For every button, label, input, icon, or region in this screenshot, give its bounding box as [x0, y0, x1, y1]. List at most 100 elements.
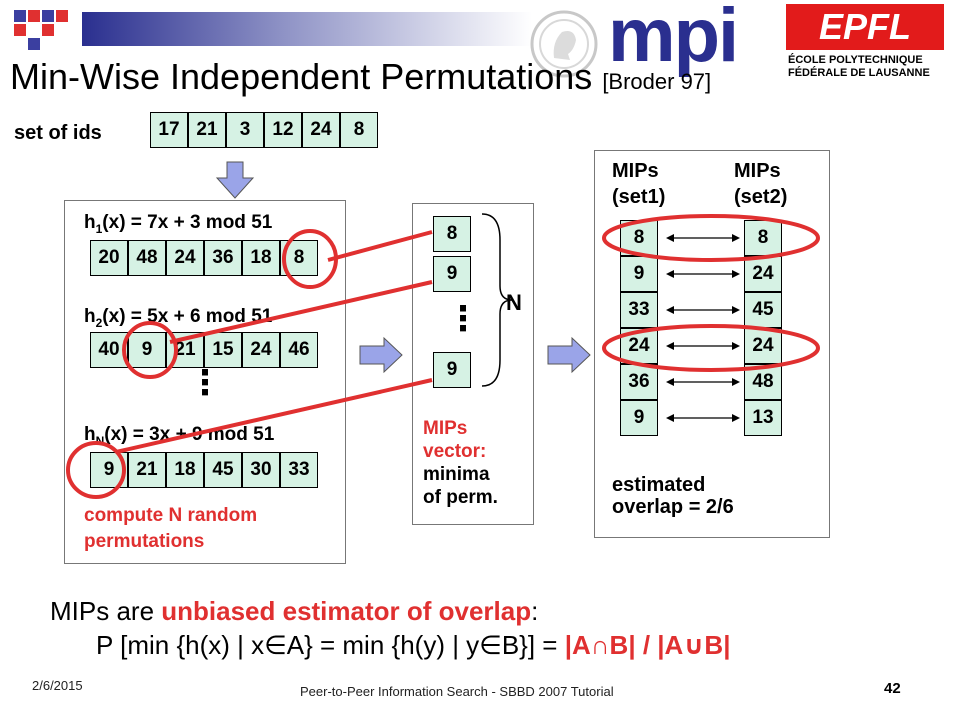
hashN-cell: 30 — [242, 452, 280, 488]
hash2-cell: 24 — [242, 332, 280, 368]
epfl-caption-1: ÉCOLE POLYTECHNIQUE — [788, 54, 923, 66]
hash2-formula: (x) = 5x + 6 mod 51 — [102, 306, 273, 327]
deco-square — [56, 10, 68, 22]
set1-cell: 8 — [620, 220, 658, 256]
vertical-ellipsis: ⋮ — [188, 364, 222, 402]
double-arrow-icon — [666, 378, 740, 386]
claim-suffix: : — [531, 596, 539, 626]
id-cell: 24 — [302, 112, 340, 148]
id-cell: 3 — [226, 112, 264, 148]
set1-cell: 36 — [620, 364, 658, 400]
deco-square — [42, 10, 54, 22]
hash1-cell: 18 — [242, 240, 280, 276]
set1-header-1: MIPs — [612, 160, 659, 182]
mips-caption-red-1: MIPs — [423, 418, 468, 439]
hash1-formula: (x) = 7x + 3 mod 51 — [102, 212, 273, 233]
set1-cell: 9 — [620, 256, 658, 292]
set1-header-2: (set1) — [612, 186, 666, 208]
formula-red: |A∩B| / |A∪B| — [564, 630, 731, 660]
deco-square — [14, 10, 26, 22]
set1-cell: 24 — [620, 328, 658, 364]
hashN-cell: 21 — [128, 452, 166, 488]
hash2-cell: 46 — [280, 332, 318, 368]
title-text: Min-Wise Independent Permutations — [10, 56, 593, 97]
set2-cell: 13 — [744, 400, 782, 436]
header-gradient-bar — [82, 12, 532, 46]
epfl-caption-2: FÉDÉRALE DE LAUSANNE — [788, 67, 930, 79]
hashN-label: hN(x) = 3x + 9 mod 51 — [84, 424, 274, 448]
hash1-label: h1(x) = 7x + 3 mod 51 — [84, 212, 272, 236]
hash2-cell: 9 — [128, 332, 166, 368]
hash1-sub: 1 — [95, 221, 103, 236]
right-arrow-icon — [359, 336, 403, 374]
hash2-cell: 40 — [90, 332, 128, 368]
double-arrow-icon — [666, 342, 740, 350]
hashN-cell: 9 — [90, 452, 128, 488]
double-arrow-icon — [666, 414, 740, 422]
compute-caption-1: compute N random — [84, 505, 258, 526]
hashN-cell: 18 — [166, 452, 204, 488]
deco-square — [28, 10, 40, 22]
brace-icon — [481, 213, 513, 387]
mips-caption-red-2: vector: — [423, 441, 487, 462]
deco-square — [42, 24, 54, 36]
n-label: N — [506, 290, 522, 315]
hash1-cell: 48 — [128, 240, 166, 276]
right-arrow-icon — [547, 336, 591, 374]
id-cell: 17 — [150, 112, 188, 148]
hash1-cell: 36 — [204, 240, 242, 276]
hash1-cell: 20 — [90, 240, 128, 276]
set1-cell: 33 — [620, 292, 658, 328]
hashN-cell: 45 — [204, 452, 242, 488]
mpi-logo: mpi — [608, 0, 739, 78]
page-title: Min-Wise Independent Permutations [Brode… — [10, 56, 711, 98]
hashN-sub: N — [95, 433, 105, 448]
claim-line: MIPs are unbiased estimator of overlap: — [50, 596, 538, 627]
down-arrow-icon — [215, 161, 255, 199]
estimated-label-2: overlap = 2/6 — [612, 496, 734, 518]
hashN-prefix: h — [84, 424, 96, 445]
hash1-cell: 8 — [280, 240, 318, 276]
deco-square — [28, 38, 40, 50]
pair-arrows — [666, 234, 740, 422]
footer-date: 2/6/2015 — [32, 678, 83, 693]
hash1-cell: 24 — [166, 240, 204, 276]
double-arrow-icon — [666, 306, 740, 314]
hashN-formula: (x) = 3x + 9 mod 51 — [104, 424, 275, 445]
hash2-sub: 2 — [95, 315, 103, 330]
set-of-ids-label: set of ids — [14, 122, 102, 144]
id-cell: 21 — [188, 112, 226, 148]
footer-center: Peer-to-Peer Information Search - SBBD 2… — [300, 684, 614, 699]
id-cell: 8 — [340, 112, 378, 148]
mips-vector-cell: 9 — [433, 352, 471, 388]
deco-square — [14, 24, 26, 36]
set2-cell: 24 — [744, 256, 782, 292]
hash1-prefix: h — [84, 212, 96, 233]
double-arrow-icon — [666, 234, 740, 242]
claim-prefix: MIPs are — [50, 596, 162, 626]
citation: [Broder 97] — [602, 69, 712, 94]
claim-highlight: unbiased estimator of overlap — [161, 596, 532, 626]
hash2-prefix: h — [84, 306, 96, 327]
mips-caption-black-1: minima — [423, 464, 490, 485]
mips-caption-black-2: of perm. — [423, 487, 498, 508]
set2-header-2: (set2) — [734, 186, 788, 208]
hash2-cell: 15 — [204, 332, 242, 368]
mips-vector-ellipsis: ⋮ — [446, 300, 480, 338]
hash2-label: h2(x) = 5x + 6 mod 51 — [84, 306, 272, 330]
page-number: 42 — [884, 680, 901, 697]
formula-line: P [min {h(x) | x∈A} = min {h(y) | y∈B}] … — [96, 630, 730, 661]
estimated-label-1: estimated — [612, 474, 706, 496]
epfl-logo: EPFL ÉCOLE POLYTECHNIQUE FÉDÉRALE DE LAU… — [786, 4, 944, 82]
double-arrow-icon — [666, 270, 740, 278]
mips-vector-cell: 9 — [433, 256, 471, 292]
seal-logo-icon — [530, 10, 598, 78]
epfl-logo-text: EPFL — [786, 4, 944, 50]
set1-cell: 9 — [620, 400, 658, 436]
id-cell: 12 — [264, 112, 302, 148]
compute-caption-2: permutations — [84, 531, 205, 552]
mips-vector-cell: 8 — [433, 216, 471, 252]
formula-black: P [min {h(x) | x∈A} = min {h(y) | y∈B}] … — [96, 630, 565, 660]
hash2-cell: 21 — [166, 332, 204, 368]
set2-header-1: MIPs — [734, 160, 781, 182]
